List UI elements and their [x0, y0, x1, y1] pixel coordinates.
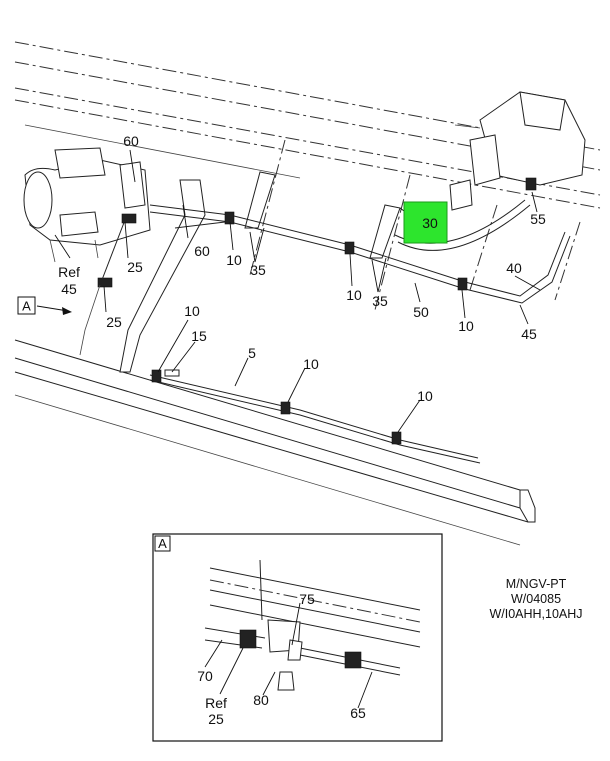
callout-ref45-ref: Ref	[58, 264, 80, 280]
callout-60-bottom: 60	[194, 243, 210, 259]
view-marker-label: A	[22, 299, 31, 314]
detail-callout-75: 75	[299, 591, 315, 607]
model-note-line3: W/I0AHH,10AHJ	[489, 607, 582, 621]
callout-15: 15	[191, 328, 207, 344]
model-note: M/NGV-PT W/04085 W/I0AHH,10AHJ	[489, 577, 582, 621]
callout-30: 30	[422, 215, 438, 231]
detail-label-box	[154, 535, 171, 552]
detail-label: A	[158, 536, 167, 551]
callout-5: 5	[248, 345, 256, 361]
model-note-line1: M/NGV-PT	[506, 577, 567, 591]
right-module-assembly	[449, 91, 586, 211]
model-note-line2: W/04085	[511, 592, 561, 606]
detail-view-a: A 75 70 Ref 25 80 65	[152, 533, 443, 742]
callout-50: 50	[413, 304, 429, 320]
callout-10-a: 10	[226, 252, 242, 268]
callout-40: 40	[506, 260, 522, 276]
detail-callout-ref25-ref: Ref	[205, 695, 227, 711]
view-marker-a: A	[17, 296, 72, 315]
callout-10-b: 10	[346, 287, 362, 303]
callout-ref45-num: 45	[61, 281, 77, 297]
leader-lines	[54, 149, 541, 433]
crossmember	[119, 171, 401, 373]
bracket-phantoms	[249, 139, 581, 311]
detail-callout-ref25-num: 25	[208, 711, 224, 727]
callout-10-c: 10	[458, 318, 474, 334]
callout-25-upper: 25	[127, 259, 143, 275]
detail-callout-80: 80	[253, 692, 269, 708]
detail-callout-70: 70	[197, 668, 213, 684]
callout-35-b: 35	[372, 293, 388, 309]
callout-55: 55	[530, 211, 546, 227]
callouts: 60 60 25 Ref 45 25 10 35 10 35 50 10 40 …	[58, 133, 546, 404]
frame-rail-lower	[14, 339, 536, 546]
callout-25-lower: 25	[106, 314, 122, 330]
highlight-callout-30[interactable]	[403, 201, 448, 244]
left-valve-assembly	[23, 147, 151, 288]
callout-10-d: 10	[184, 303, 200, 319]
tube-clips	[151, 211, 468, 445]
callout-10-f: 10	[417, 388, 433, 404]
detail-callout-65: 65	[350, 705, 366, 721]
tubing	[79, 199, 571, 464]
callout-45: 45	[521, 326, 537, 342]
callout-35-a: 35	[250, 262, 266, 278]
callout-60-top: 60	[123, 133, 139, 149]
callout-10-e: 10	[303, 356, 319, 372]
